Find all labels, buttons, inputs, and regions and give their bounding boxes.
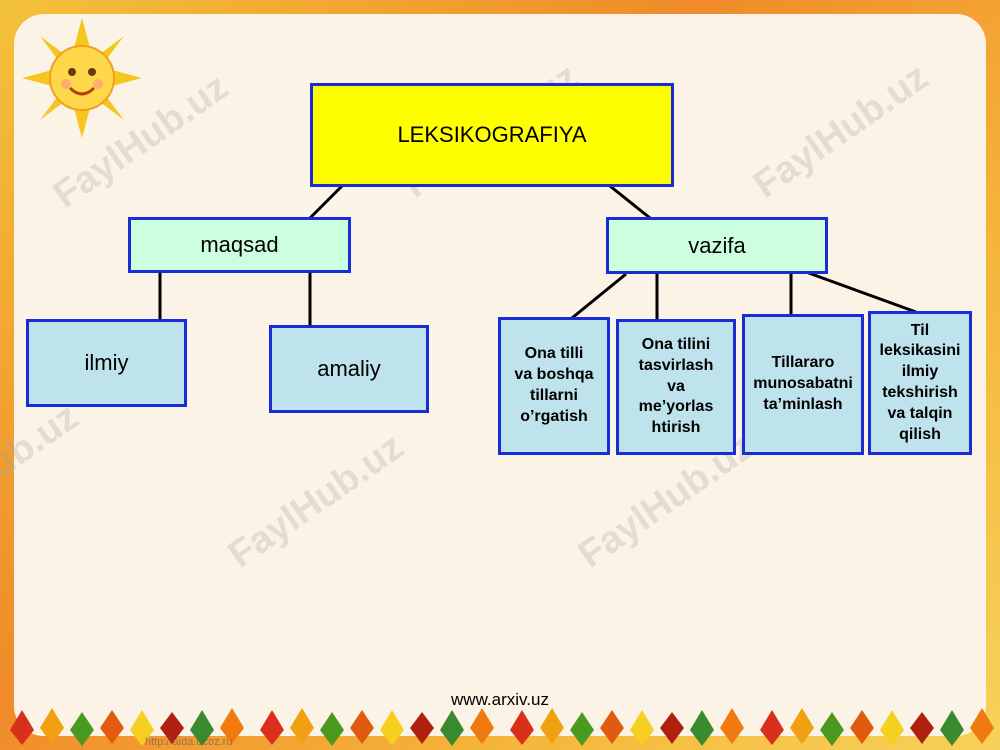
autumn-leaves-border [10,708,994,746]
branch-maqsad-label: maqsad [200,232,279,257]
root-label: LEKSIKOGRAFIYA [397,122,587,147]
sun-icon [22,18,142,138]
branch-vazifa: vazifa [606,217,828,274]
branch-maqsad: maqsad [128,217,351,273]
leaf-vazifa-2-label: Ona tilini tasvirlash va me’yorlas htiri… [638,336,714,437]
root-node: LEKSIKOGRAFIYA [310,83,674,187]
credit-text: http://aida.ucoz.ru [145,736,233,748]
leaf-amaliy-label: amaliy [317,356,381,381]
leaf-vazifa-4: Til leksikasini ilmiy tekshirish va talq… [868,311,972,455]
leaf-vazifa-3-label: Tillararo munosabatni ta’minlash [753,354,853,413]
footer-url: www.arxiv.uz [451,690,549,709]
leaf-amaliy: amaliy [269,325,429,413]
branch-vazifa-label: vazifa [688,232,746,258]
leaf-ilmiy-label: ilmiy [84,350,129,375]
leaf-vazifa-4-label: Til leksikasini ilmiy tekshirish va talq… [879,321,961,443]
leaf-vazifa-3: Tillararo munosabatni ta’minlash [742,314,864,455]
leaf-vazifa-1-label: Ona tilli va boshqa tillarni o’rgatish [514,345,594,425]
leaf-vazifa-1: Ona tilli va boshqa tillarni o’rgatish [498,317,610,455]
leaf-ilmiy: ilmiy [26,319,187,407]
leaf-vazifa-2: Ona tilini tasvirlash va me’yorlas htiri… [616,319,736,455]
